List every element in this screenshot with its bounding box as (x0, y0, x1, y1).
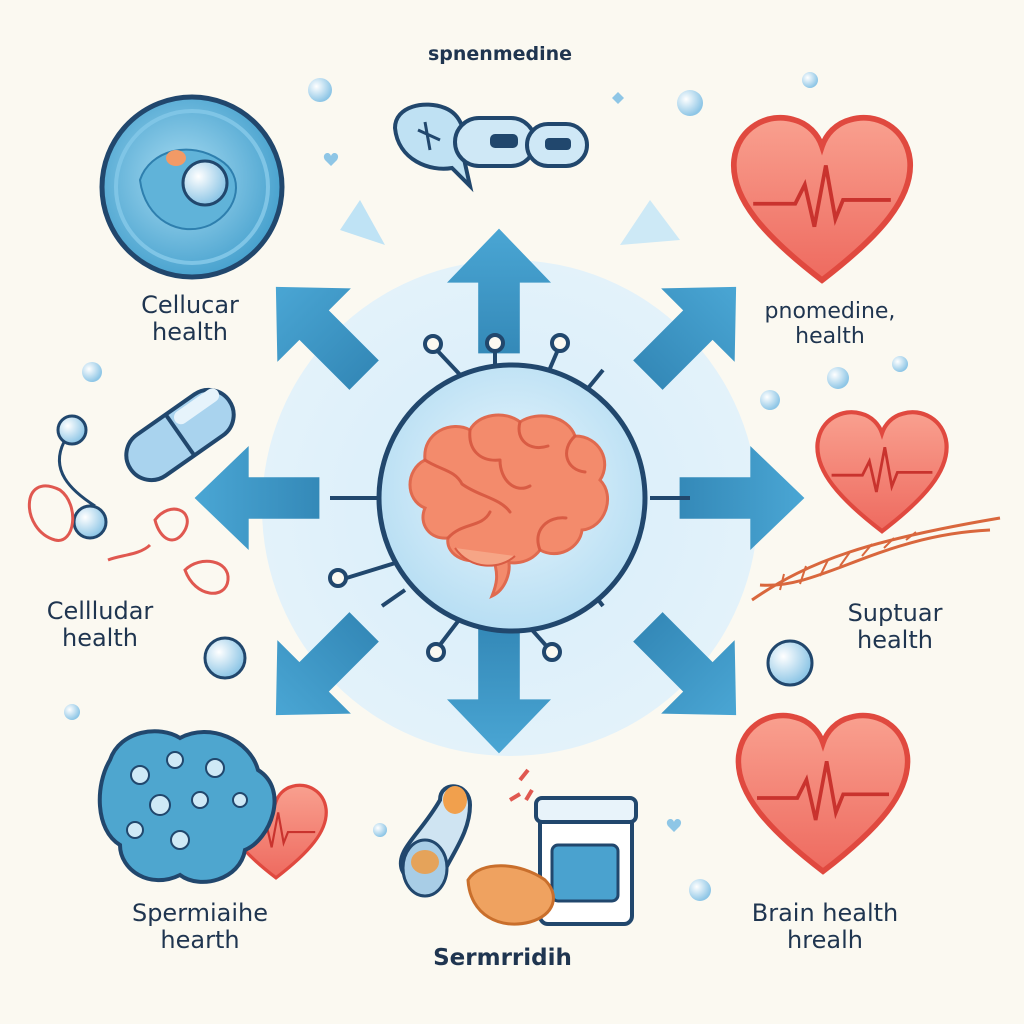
label-mid-right-line2: health (857, 625, 933, 654)
heart-icon-mid-right (817, 412, 946, 531)
label-bottom-left-line2: hearth (160, 925, 240, 954)
heart-icon-bottom-right (738, 715, 907, 871)
label-top-left: Cellucar health (100, 292, 280, 346)
label-mid-right-line1: Suptuar (847, 599, 943, 627)
heart-icon-top-right (734, 118, 910, 280)
label-bottom-right-line2: hrealh (787, 925, 863, 954)
decorative-bubbles (64, 72, 908, 901)
cell-icon (99, 94, 285, 280)
supplement-pills-icon (392, 102, 589, 193)
label-top-right-line1: pnomedine, (764, 299, 896, 324)
molecule-strands-icon (27, 414, 230, 595)
capsule-icon (124, 387, 236, 483)
label-mid-left-line1: Cellludar (46, 597, 154, 625)
label-mid-right: Suptuar health (810, 600, 980, 654)
label-bottom-right-line1: Brain health (751, 899, 899, 927)
label-mid-left-line2: health (62, 623, 138, 652)
label-bottom-center-line1: Sermrridih (433, 945, 572, 971)
label-mid-left: Cellludar health (20, 598, 180, 652)
label-bottom-center: Sermrridih (395, 945, 610, 972)
dna-strand-icon (751, 516, 1001, 602)
label-bottom-left: Spermiaihe hearth (95, 900, 305, 954)
label-bottom-left-line1: Spermiaihe (131, 899, 269, 927)
label-top-right-line2: health (795, 323, 865, 349)
connector-nodes (328, 333, 570, 662)
label-top-left-line2: health (152, 317, 228, 346)
label-top-right: pnomedine, health (730, 299, 930, 349)
cell-cluster-icon (97, 729, 277, 884)
food-and-supplement-jar-icon (398, 768, 638, 926)
label-top-left-line1: Cellucar (141, 291, 239, 319)
brain-icon (408, 413, 610, 599)
label-bottom-right: Brain health hrealh (725, 900, 925, 954)
top-title-label: spnenmedine (427, 43, 573, 65)
